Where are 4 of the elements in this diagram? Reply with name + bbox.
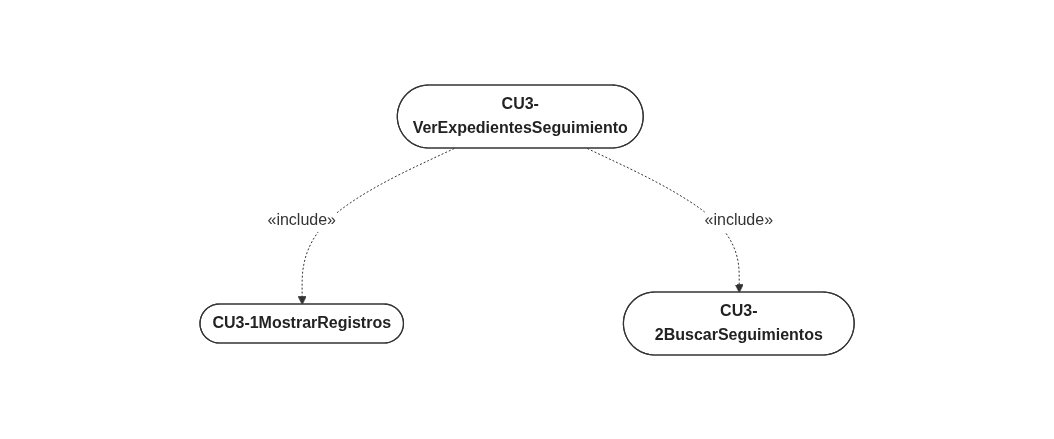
arrow bbox=[586, 147, 744, 293]
arrow bbox=[297, 147, 455, 305]
edge-label: «include» bbox=[704, 210, 773, 228]
edge-label: «include» bbox=[267, 210, 336, 228]
